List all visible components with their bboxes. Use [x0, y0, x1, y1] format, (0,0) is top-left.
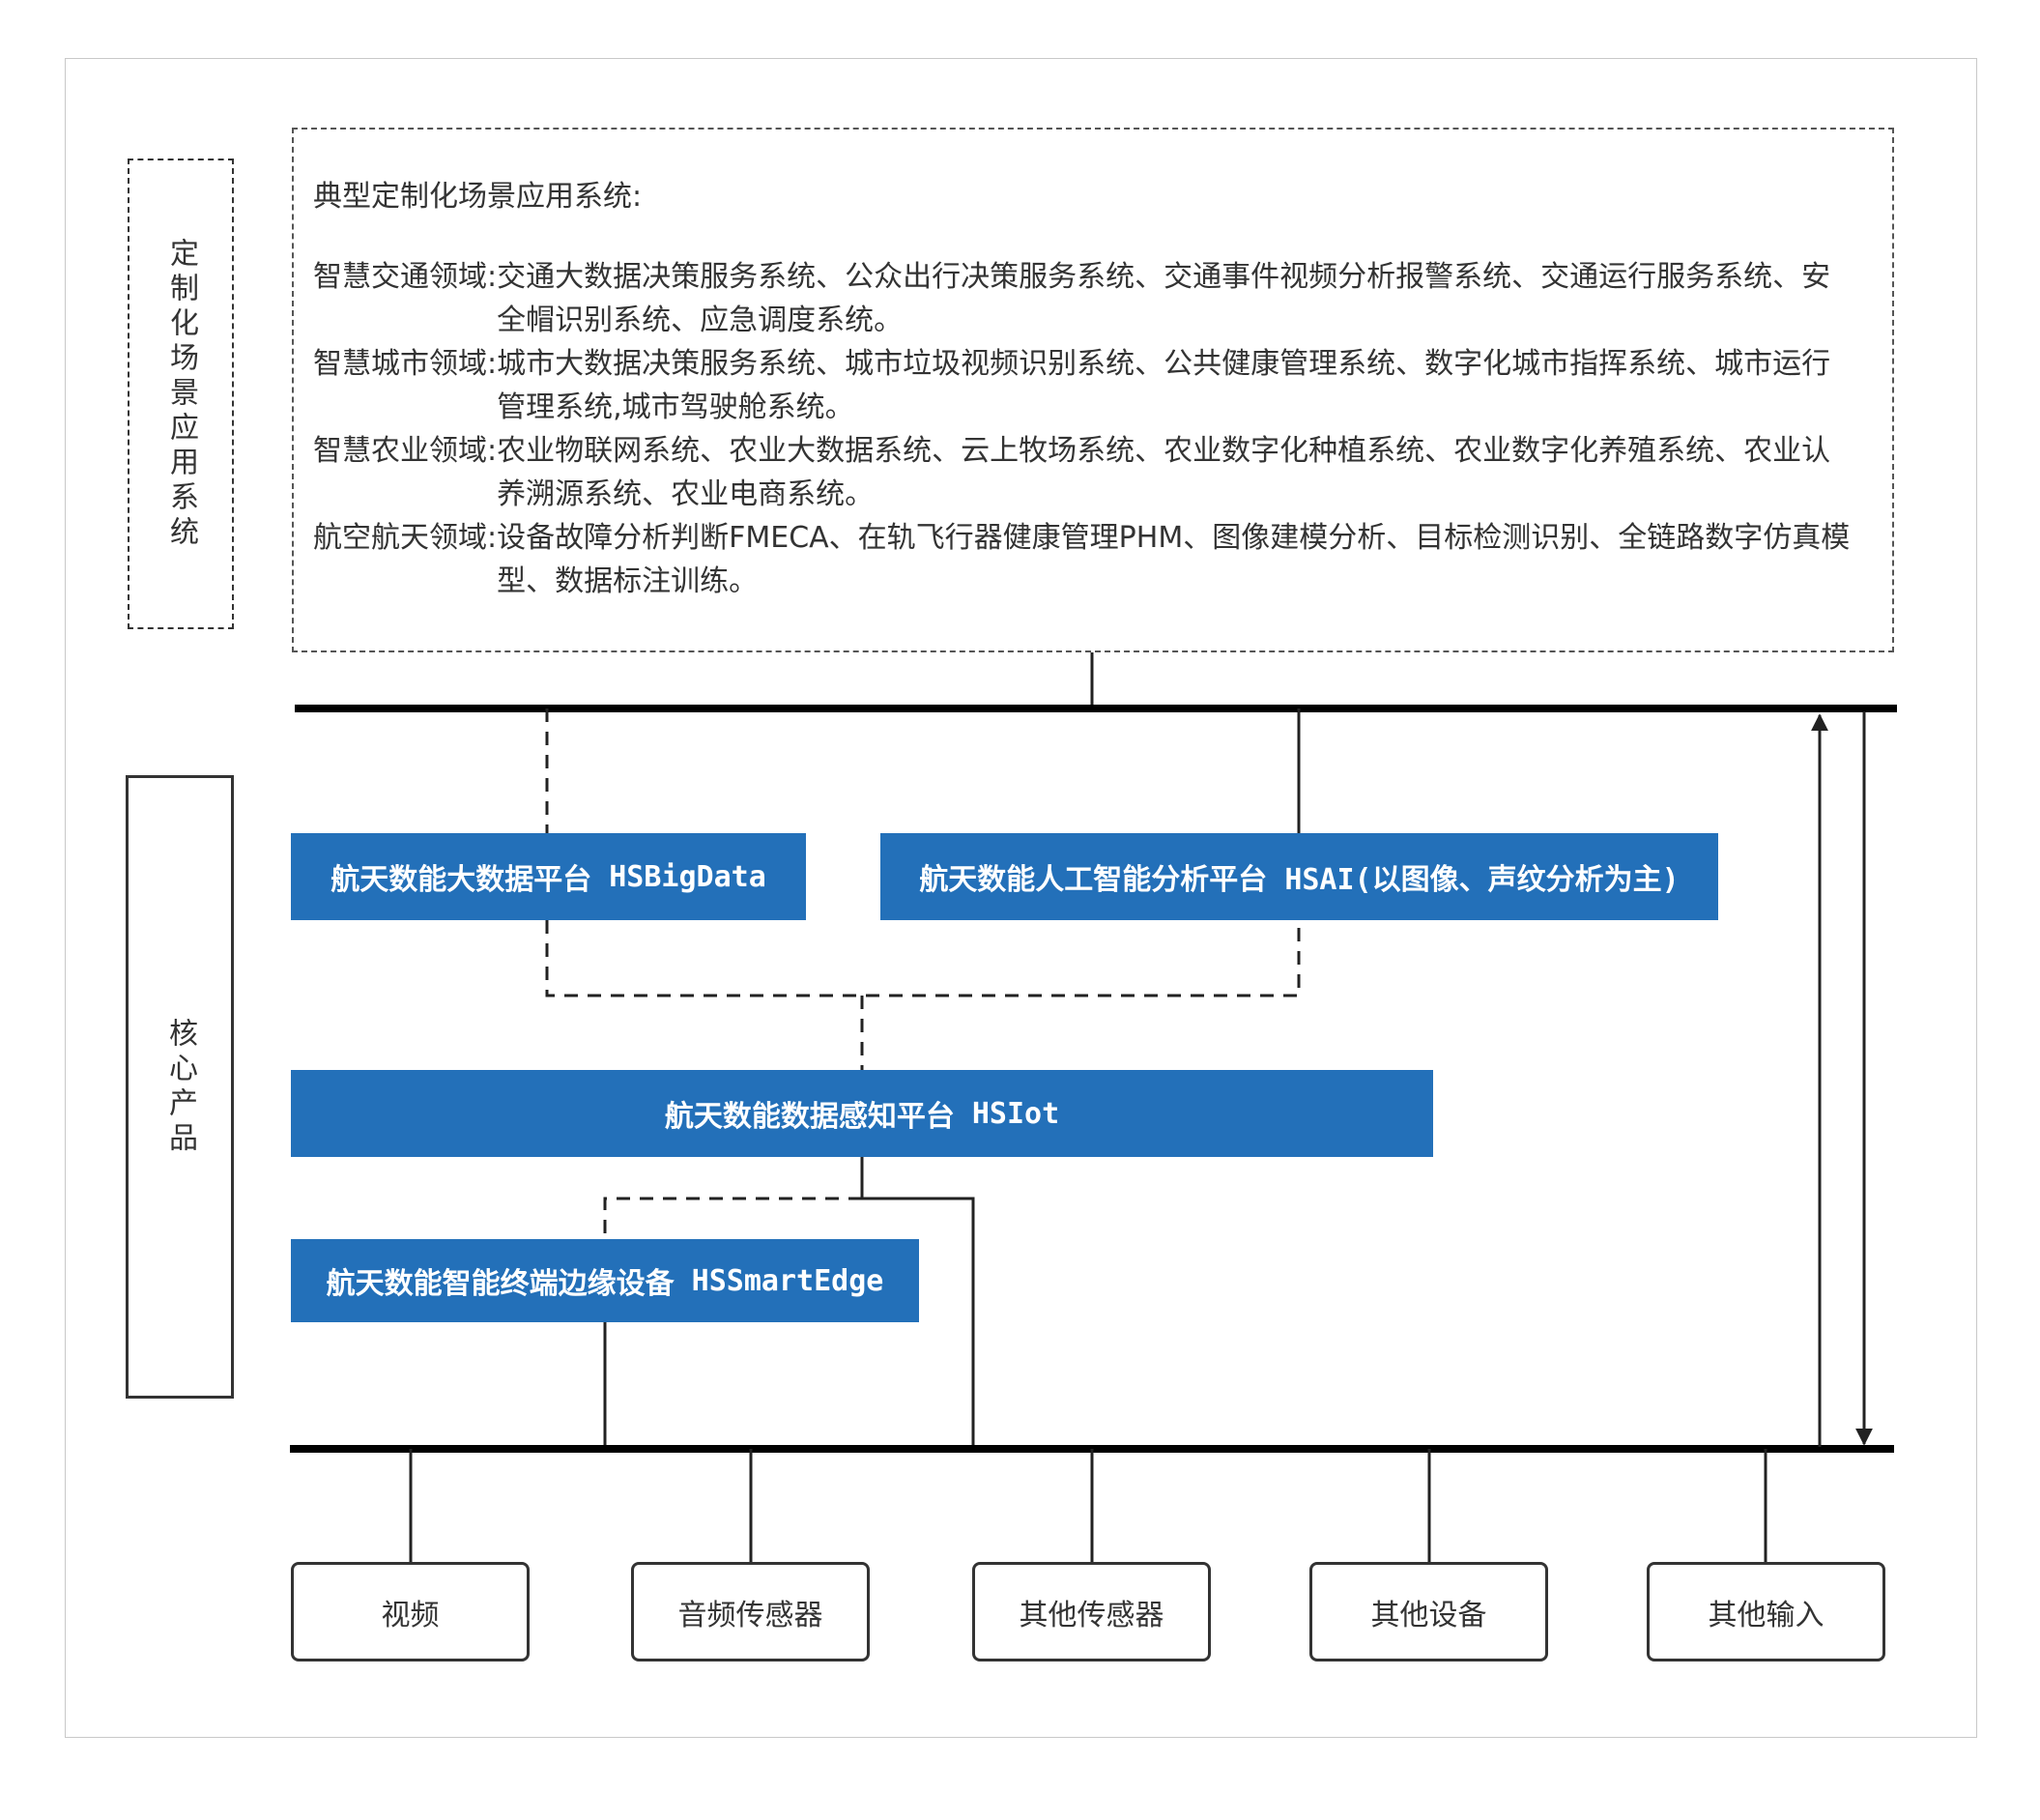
domain-name: 智慧城市领域:	[313, 347, 498, 381]
domain-row-city: 智慧城市领域: 城市大数据决策服务系统、城市垃圾视频识别系统、公共健康管理系统、…	[313, 342, 1852, 429]
product-ai: 航天数能人工智能分析平台 HSAI(以图像、声纹分析为主)	[880, 833, 1718, 920]
device-audio-sensor: 音频传感器	[631, 1562, 870, 1661]
side-label-core: 核心产品	[126, 775, 234, 1399]
platform-dashed-loop	[545, 920, 1301, 997]
product-ai-en: HSAI(以图像、声纹分析为主)	[1284, 863, 1680, 897]
product-iot: 航天数能数据感知平台 HSIot	[291, 1070, 1433, 1157]
product-iot-cn: 航天数能数据感知平台	[664, 1100, 955, 1134]
domain-row-traffic: 智慧交通领域: 交通大数据决策服务系统、公众出行决策服务系统、交通事件视频分析报…	[313, 255, 1852, 342]
product-edge: 航天数能智能终端边缘设备 HSSmartEdge	[291, 1239, 919, 1322]
application-systems-box: 典型定制化场景应用系统: 智慧交通领域: 交通大数据决策服务系统、公众出行决策服…	[292, 128, 1894, 652]
device-other-sensor: 其他传感器	[972, 1562, 1211, 1661]
product-edge-en: HSSmartEdge	[691, 1263, 884, 1298]
domain-row-agriculture: 智慧农业领域: 农业物联网系统、农业大数据系统、云上牧场系统、农业数字化种植系统…	[313, 429, 1852, 516]
device-video: 视频	[291, 1562, 530, 1661]
iot-solid-branch	[862, 1197, 975, 1447]
product-edge-cn: 航天数能智能终端边缘设备	[326, 1267, 675, 1301]
domain-systems: 农业物联网系统、农业大数据系统、云上牧场系统、农业数字化种植系统、农业数字化养殖…	[497, 434, 1831, 511]
domain-name: 航空航天领域:	[313, 521, 498, 555]
product-iot-en: HSIot	[971, 1096, 1060, 1131]
domain-systems: 交通大数据决策服务系统、公众出行决策服务系统、交通事件视频分析报警系统、交通运行…	[497, 260, 1831, 337]
domain-systems: 城市大数据决策服务系统、城市垃圾视频识别系统、公共健康管理系统、数字化城市指挥系…	[497, 347, 1831, 424]
side-label-custom: 定制化场景应用系统	[128, 159, 234, 629]
domain-systems: 设备故障分析判断FMECA、在轨飞行器健康管理PHM、图像建模分析、目标检测识别…	[497, 521, 1851, 598]
side-label-core-text: 核心产品	[163, 1017, 197, 1157]
side-label-custom-text: 定制化场景应用系统	[164, 237, 198, 551]
domain-name: 智慧交通领域:	[313, 260, 498, 294]
product-bigdata-en: HSBigData	[609, 859, 766, 894]
product-bigdata: 航天数能大数据平台 HSBigData	[291, 833, 806, 920]
device-other-device: 其他设备	[1309, 1562, 1548, 1661]
diagram-frame	[65, 58, 1977, 1738]
device-other-input: 其他输入	[1647, 1562, 1885, 1661]
product-ai-cn: 航天数能人工智能分析平台	[919, 863, 1268, 897]
edge-dashed-branch	[603, 1197, 862, 1239]
domain-row-aerospace: 航空航天领域: 设备故障分析判断FMECA、在轨飞行器健康管理PHM、图像建模分…	[313, 516, 1852, 603]
domain-name: 智慧农业领域:	[313, 434, 498, 468]
product-bigdata-cn: 航天数能大数据平台	[330, 863, 592, 897]
application-systems-title: 典型定制化场景应用系统:	[313, 180, 643, 214]
